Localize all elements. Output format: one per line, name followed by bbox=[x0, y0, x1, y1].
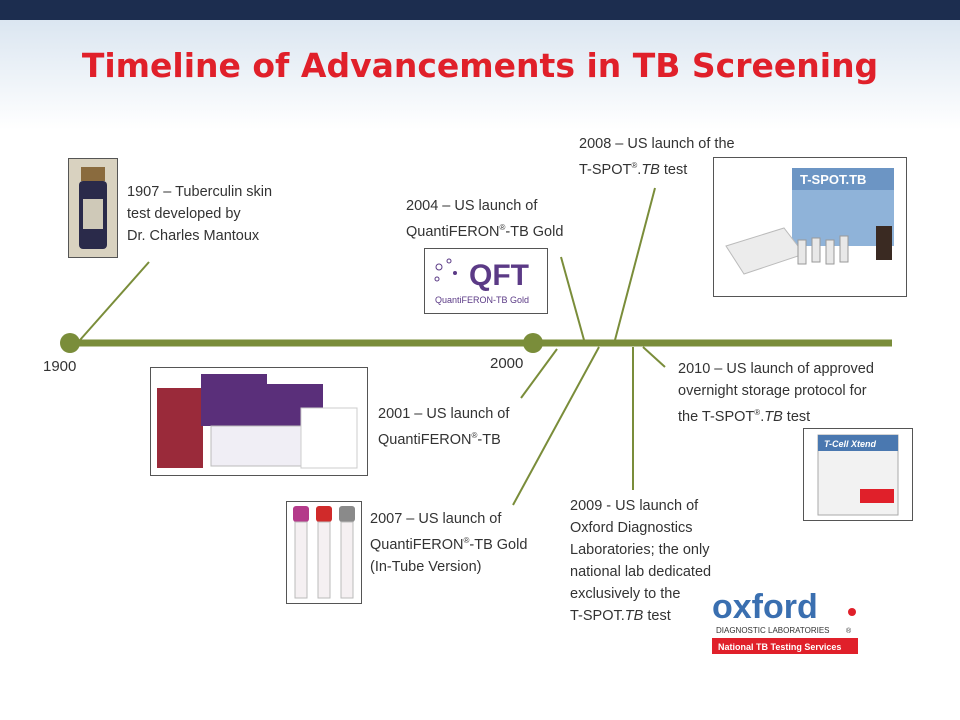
event-2007-text: 2007 – US launch of QuantiFERON®-TB Gold… bbox=[370, 511, 528, 575]
tspot-kit-icon: T-SPOT.TB bbox=[725, 168, 894, 275]
tspot-box-label: T-SPOT.TB bbox=[800, 172, 866, 187]
vial-icon bbox=[69, 159, 117, 257]
oxford-logo-text: oxford bbox=[712, 588, 818, 626]
tcell-box-label: T-Cell Xtend bbox=[824, 439, 877, 449]
qft-logo-text: QFT bbox=[469, 259, 529, 292]
event-2004-text: 2004 – US launch of QuantiFERON®-TB Gold bbox=[406, 198, 564, 240]
oxford-logo-subtitle: DIAGNOSTIC LABORATORIES bbox=[716, 626, 830, 635]
axis-label-1900: 1900 bbox=[43, 358, 77, 375]
header-background bbox=[0, 20, 960, 130]
oxford-logo-image: oxford DIAGNOSTIC LABORATORIES ® Nationa… bbox=[712, 588, 858, 654]
connector-1907 bbox=[79, 261, 150, 341]
oxford-logo-icon: oxford DIAGNOSTIC LABORATORIES ® Nationa… bbox=[712, 588, 858, 654]
blood-tubes-image bbox=[286, 501, 362, 604]
oxford-logo-band-text: National TB Testing Services bbox=[718, 642, 841, 652]
connector-2004 bbox=[560, 256, 585, 341]
qft-logo-image: QFT QuantiFERON-TB Gold bbox=[424, 248, 548, 314]
marker-2000 bbox=[523, 333, 543, 353]
oxford-logo-reg: ® bbox=[846, 627, 852, 635]
event-1907-text: 1907 – Tuberculin skin test developed by… bbox=[127, 184, 273, 244]
axis-label-2000: 2000 bbox=[490, 355, 524, 372]
page-title: Timeline of Advancements in TB Screening bbox=[81, 46, 879, 85]
connector-2010 bbox=[642, 346, 666, 368]
event-2010-text: 2010 – US launch of approved overnight s… bbox=[678, 361, 874, 425]
tcell-xtend-image: T-Cell Xtend bbox=[803, 428, 913, 521]
tcell-xtend-icon: T-Cell Xtend bbox=[817, 434, 899, 516]
tspot-kit-image: T-SPOT.TB bbox=[713, 157, 907, 297]
connector-2001 bbox=[520, 348, 558, 399]
quantiferon-tb-kit-image bbox=[150, 367, 368, 476]
qft-logo-subtitle: QuantiFERON-TB Gold bbox=[435, 295, 529, 305]
connector-2007 bbox=[512, 346, 600, 506]
blood-tubes-icon bbox=[293, 506, 355, 599]
quantiferon-kit-icon bbox=[157, 374, 358, 469]
tuberculin-vial-image bbox=[68, 158, 118, 258]
qft-logo-icon: QFT QuantiFERON-TB Gold bbox=[434, 258, 529, 305]
connector-2008 bbox=[614, 187, 656, 341]
marker-1900 bbox=[60, 333, 80, 353]
event-2008-text: 2008 – US launch of the T-SPOT®.TB test bbox=[579, 136, 735, 178]
event-2009-text: 2009 - US launch of Oxford Diagnostics L… bbox=[570, 498, 712, 624]
top-bar bbox=[0, 0, 960, 20]
event-2001-text: 2001 – US launch of QuantiFERON®-TB bbox=[378, 406, 510, 448]
